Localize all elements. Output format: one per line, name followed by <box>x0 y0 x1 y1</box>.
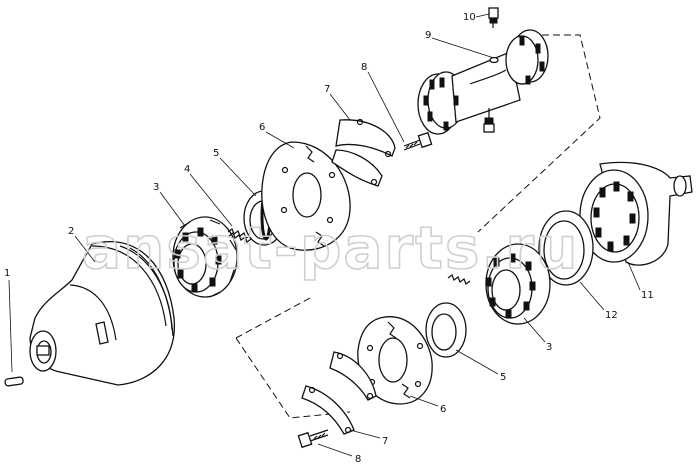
part-7-plate-upper <box>331 118 396 187</box>
part-4-spring <box>227 228 252 243</box>
part-10-fitting-top <box>488 7 499 28</box>
part-10-fitting-lower <box>483 108 495 133</box>
callout-labels: 1 2 3 4 5 6 7 8 9 10 11 12 3 5 6 7 8 <box>4 12 654 465</box>
part-7-plate-lower <box>301 351 377 435</box>
callout-1: 1 <box>4 268 10 279</box>
callout-8-lower: 8 <box>355 454 361 465</box>
callout-4: 4 <box>184 164 190 175</box>
part-3-ring-gear-right <box>485 243 551 325</box>
callout-2: 2 <box>68 226 74 237</box>
part-6-disc-upper <box>261 141 351 251</box>
callout-8: 8 <box>361 62 367 73</box>
part-9-gear-shaft <box>417 29 549 135</box>
watermark-text: ansat-parts.ru <box>82 214 579 282</box>
callout-3: 3 <box>153 182 159 193</box>
callout-10: 10 <box>463 12 476 23</box>
callout-7: 7 <box>324 84 330 95</box>
callout-7-lower: 7 <box>382 436 388 447</box>
callout-6: 6 <box>259 122 265 133</box>
part-8-bolt-lower <box>297 429 329 449</box>
part-6-disc-lower <box>357 316 433 405</box>
leader-lines <box>8 13 641 457</box>
part-11-drum <box>579 161 693 266</box>
part-2-housing <box>29 241 175 386</box>
callout-5-lower: 5 <box>500 372 506 383</box>
callout-5: 5 <box>213 148 219 159</box>
callout-11: 11 <box>641 290 654 301</box>
callout-12: 12 <box>605 310 618 321</box>
part-5-seal-lower <box>425 302 467 358</box>
part-12-ring <box>538 210 594 286</box>
part-4-spring-lower <box>447 274 471 285</box>
part-8-bolt-upper <box>403 131 433 151</box>
callout-6-lower: 6 <box>440 404 446 415</box>
part-3-ring-gear-left <box>172 216 238 298</box>
callout-9: 9 <box>425 30 431 41</box>
part-1-pin <box>4 376 24 387</box>
callout-3-lower: 3 <box>546 342 552 353</box>
